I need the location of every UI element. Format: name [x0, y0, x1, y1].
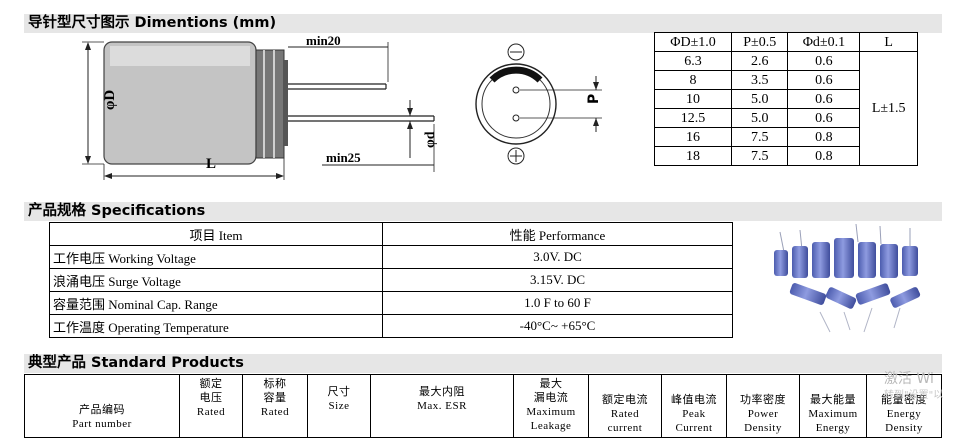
- products-section-bar: [24, 354, 942, 373]
- table-cell: 5.0: [731, 89, 789, 109]
- min25-label: min25: [326, 150, 361, 165]
- dimensions-section-title: 导针型尺寸图示 Dimentions (mm): [28, 15, 277, 31]
- table-cell: 7.5: [731, 146, 789, 166]
- dim-header-length: L: [859, 32, 918, 52]
- table-cell: 5.0: [731, 108, 789, 128]
- table-row: 容量范围 Nominal Cap. Range 1.0 F to 60 F: [49, 291, 733, 315]
- lead-hole-positive: [512, 114, 520, 122]
- length-value-cell: L±1.5: [859, 51, 918, 166]
- capacitor-photo-item: [812, 242, 830, 278]
- lead-diameter-label: φd: [423, 131, 438, 148]
- capacitor-neck-shape: [255, 49, 285, 159]
- spec-table-header: 项目 Item 性能 Performance: [49, 222, 733, 246]
- products-section-title: 典型产品 Standard Products: [28, 355, 244, 371]
- table-cell: 0.6: [787, 51, 861, 71]
- table-row: 12.5 5.0 0.6: [653, 108, 918, 128]
- spec-header-item: 项目 Item: [49, 222, 383, 246]
- capacitor-photo-item: [880, 244, 898, 278]
- header-rated-capacitance: 标称 容量 Rated: [242, 374, 308, 438]
- header-part-number: 产品编码 Part number: [24, 374, 180, 438]
- table-cell: 6.3: [653, 51, 733, 71]
- capacitor-photo-item: [792, 246, 808, 278]
- activation-watermark-hint: 转到"设置"以: [884, 390, 944, 401]
- header-max-energy: 最大能量 Maximum Energy: [799, 374, 867, 438]
- spec-section-bar: [24, 202, 942, 221]
- table-cell: 7.5: [731, 127, 789, 147]
- table-cell: 10: [653, 89, 733, 109]
- table-cell: 0.6: [787, 89, 861, 109]
- table-row: 6.3 2.6 0.6 L±1.5: [653, 51, 918, 166]
- table-row: 浪涌电压 Surge Voltage 3.15V. DC: [49, 268, 733, 292]
- capacitor-dimension-diagram: min20 min25 φD L φd: [82, 33, 438, 180]
- dim-header-diameter: ΦD±1.0: [653, 32, 733, 52]
- minus-icon: [507, 43, 525, 61]
- table-cell: 3.5: [731, 70, 789, 90]
- capacitor-photo-item: [890, 287, 921, 308]
- dimension-table: ΦD±1.0 P±0.5 Φd±0.1 L 6.3 2.6 0.6 L±1.5 …: [653, 32, 918, 166]
- spec-item-cell: 工作电压 Working Voltage: [49, 245, 383, 269]
- capacitor-photo-item: [774, 250, 788, 276]
- table-row: 工作温度 Operating Temperature -40°C~ +65°C: [49, 314, 733, 338]
- plus-icon: [507, 147, 525, 165]
- products-table-header: 产品编码 Part number 额定 电压 Rated 标称 容量 Rated…: [24, 374, 942, 438]
- dim-header-pitch: P±0.5: [731, 32, 789, 52]
- negative-stripe: [489, 66, 543, 83]
- table-row: 8 3.5 0.6: [653, 70, 918, 90]
- header-max-leakage: 最大 漏电流 Maximum Leakage: [513, 374, 589, 438]
- capacitor-product-photo: [774, 223, 921, 333]
- spec-value-cell: 3.0V. DC: [382, 245, 733, 269]
- header-peak-current: 峰值电流 Peak Current: [661, 374, 727, 438]
- header-rated-voltage: 额定 电压 Rated: [179, 374, 243, 438]
- body-highlight-shape: [110, 46, 250, 66]
- table-cell: 12.5: [653, 108, 733, 128]
- capacitor-photo-item: [789, 283, 827, 305]
- capacitor-photo-item: [858, 242, 876, 278]
- table-cell: 0.8: [787, 146, 861, 166]
- dimension-table-header: ΦD±1.0 P±0.5 Φd±0.1 L: [653, 32, 918, 52]
- capacitor-seal-shape: [284, 60, 288, 146]
- pitch-label: P: [586, 94, 602, 104]
- table-cell: 0.6: [787, 70, 861, 90]
- header-max-esr: 最大内阻 Max. ESR: [370, 374, 514, 438]
- dim-header-lead-diameter: Φd±0.1: [787, 32, 861, 52]
- length-label: L: [206, 156, 216, 172]
- spec-item-cell: 容量范围 Nominal Cap. Range: [49, 291, 383, 315]
- dimensions-section-bar: [24, 14, 942, 33]
- capacitor-photo-item: [825, 287, 857, 309]
- diameter-label: φD: [102, 90, 118, 110]
- header-rated-current: 额定电流 Rated current: [588, 374, 662, 438]
- capacitor-end-view: P: [475, 43, 602, 165]
- table-row: 18 7.5 0.8: [653, 146, 918, 166]
- activation-watermark: 激活 Wi: [884, 371, 934, 387]
- table-row: 10 5.0 0.6: [653, 89, 918, 109]
- spec-value-cell: 1.0 F to 60 F: [382, 291, 733, 315]
- spec-item-cell: 工作温度 Operating Temperature: [49, 314, 383, 338]
- header-power-density: 功率密度 Power Density: [726, 374, 800, 438]
- capacitor-photo-item: [902, 246, 918, 276]
- spec-section-title: 产品规格 Specifications: [28, 203, 206, 219]
- table-cell: 0.6: [787, 108, 861, 128]
- spec-value-cell: 3.15V. DC: [382, 268, 733, 292]
- capacitor-photo-item: [834, 238, 854, 278]
- header-size: 尺寸 Size: [307, 374, 371, 438]
- table-cell: 8: [653, 70, 733, 90]
- table-cell: 2.6: [731, 51, 789, 71]
- table-cell: 18: [653, 146, 733, 166]
- spec-value-cell: -40°C~ +65°C: [382, 314, 733, 338]
- spec-header-performance: 性能 Performance: [382, 222, 733, 246]
- table-cell: 0.8: [787, 127, 861, 147]
- lead-hole-negative: [512, 86, 520, 94]
- capacitor-photo-item: [855, 283, 891, 305]
- min20-label: min20: [306, 33, 341, 48]
- products-table: 产品编码 Part number 额定 电压 Rated 标称 容量 Rated…: [24, 374, 942, 438]
- specification-table: 项目 Item 性能 Performance 工作电压 Working Volt…: [49, 222, 733, 338]
- table-row: 工作电压 Working Voltage 3.0V. DC: [49, 245, 733, 269]
- spec-item-cell: 浪涌电压 Surge Voltage: [49, 268, 383, 292]
- table-cell: 16: [653, 127, 733, 147]
